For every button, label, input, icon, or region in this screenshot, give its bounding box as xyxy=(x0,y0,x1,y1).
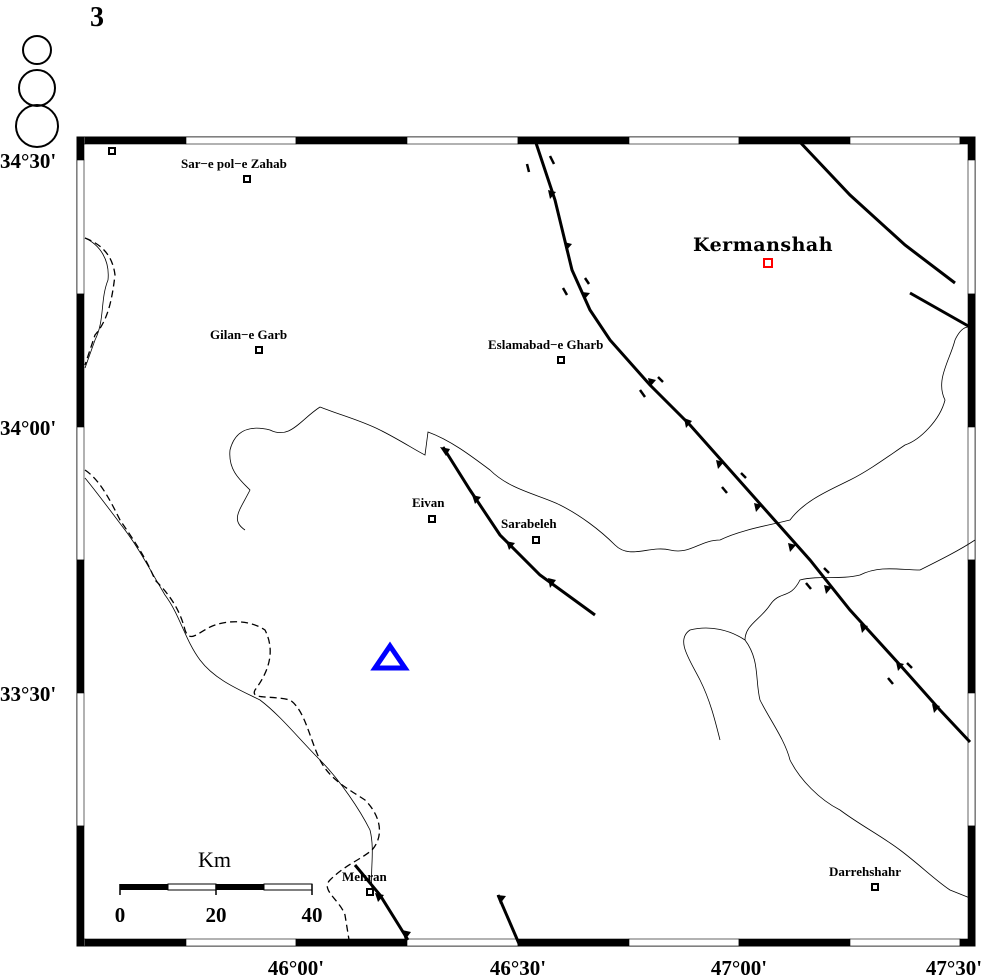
city-marker-darrehshahr xyxy=(871,883,879,891)
frame-segment xyxy=(628,136,740,145)
province-boundaries xyxy=(84,237,976,901)
frame-segment xyxy=(295,938,408,947)
frame-segment xyxy=(517,938,630,947)
frame-segment xyxy=(185,136,297,145)
map-frame xyxy=(76,136,976,947)
faults xyxy=(353,138,972,947)
frame-segment xyxy=(84,136,187,145)
fault-northeast-2 xyxy=(909,291,971,329)
frame-segment xyxy=(76,692,85,827)
epicenter-triangle-icon xyxy=(370,641,410,671)
scale-label-20: 20 xyxy=(206,903,227,927)
frame-segment xyxy=(967,426,976,561)
fault-sarabeleh xyxy=(441,446,596,617)
frame-segment xyxy=(738,938,851,947)
thrust-teeth xyxy=(375,190,940,940)
frame-segment xyxy=(967,293,976,428)
fault-south xyxy=(496,894,522,947)
frame-segment xyxy=(849,136,961,145)
international-border xyxy=(84,237,381,947)
city-label-darrehshahr: Darrehshahr xyxy=(829,864,901,879)
scale-label-40: 40 xyxy=(302,903,323,927)
city-label-eslamabad: Eslamabad−e Gharb xyxy=(488,337,603,352)
city-label-mehran: Mehran xyxy=(342,869,388,884)
city-marker-gilanegarb xyxy=(255,346,263,354)
frame-segment xyxy=(84,938,187,947)
frame-segment xyxy=(76,825,85,947)
magnitude-circle-large xyxy=(15,104,59,148)
frame-segment xyxy=(406,136,519,145)
fault-northeast xyxy=(796,138,956,285)
frame-segment xyxy=(76,293,85,428)
lat-label-3430: 34°30' xyxy=(0,149,56,173)
city-marker-sarabeleh xyxy=(532,536,540,544)
frame-segment xyxy=(967,559,976,694)
scale-label-0: 0 xyxy=(115,903,126,927)
frame-segment xyxy=(967,692,976,827)
frame-segment xyxy=(185,938,297,947)
capital-label-kermanshah: Kermanshah xyxy=(693,234,833,256)
frame-segment xyxy=(76,426,85,561)
magnitude-circle-small xyxy=(22,35,52,65)
frame-segment xyxy=(738,136,851,145)
city-label-eivan: Eivan xyxy=(412,495,445,510)
frame-segment xyxy=(967,825,976,947)
frame-segment xyxy=(76,136,85,161)
city-marker-sarepolezahab xyxy=(243,175,251,183)
city-label-sarepolezahab: Sar−e pol−e Zahab xyxy=(181,156,287,171)
magnitude-legend xyxy=(15,35,59,148)
frame-segment xyxy=(628,938,740,947)
frame-segment xyxy=(967,136,976,161)
lat-label-3330: 33°30' xyxy=(0,682,56,706)
lon-label-4600: 46°00' xyxy=(268,956,324,978)
lat-label-3400: 34°00' xyxy=(0,416,56,440)
frame-segment xyxy=(406,938,519,947)
city-label-gilanegarb: Gilan−e Garb xyxy=(210,327,287,342)
frame-segment xyxy=(967,159,976,295)
magnitude-circle-medium xyxy=(18,69,56,107)
fault-main-zagros xyxy=(533,139,972,744)
city-marker-eivan xyxy=(428,515,436,523)
lon-label-4700: 47°00' xyxy=(711,956,767,978)
city-label-sarabeleh: Sarabeleh xyxy=(501,516,557,531)
frame-segment xyxy=(295,136,408,145)
scale-unit: Km xyxy=(198,847,231,872)
city-marker-mehran xyxy=(366,888,374,896)
lon-label-4630: 46°30' xyxy=(490,956,546,978)
frame-segment xyxy=(849,938,961,947)
scale-bar: Km 0 20 40 xyxy=(115,847,323,927)
capital-marker-kermanshah xyxy=(763,258,773,268)
strike-slip-arrows xyxy=(525,155,913,685)
lon-label-4730: 47°30' xyxy=(926,956,982,978)
city-markers xyxy=(108,147,879,896)
city-marker-eslamabad xyxy=(557,356,565,364)
panel-number: 3 xyxy=(90,2,104,33)
frame-segment xyxy=(76,159,85,295)
frame-segment xyxy=(76,559,85,694)
city-marker xyxy=(108,147,116,155)
